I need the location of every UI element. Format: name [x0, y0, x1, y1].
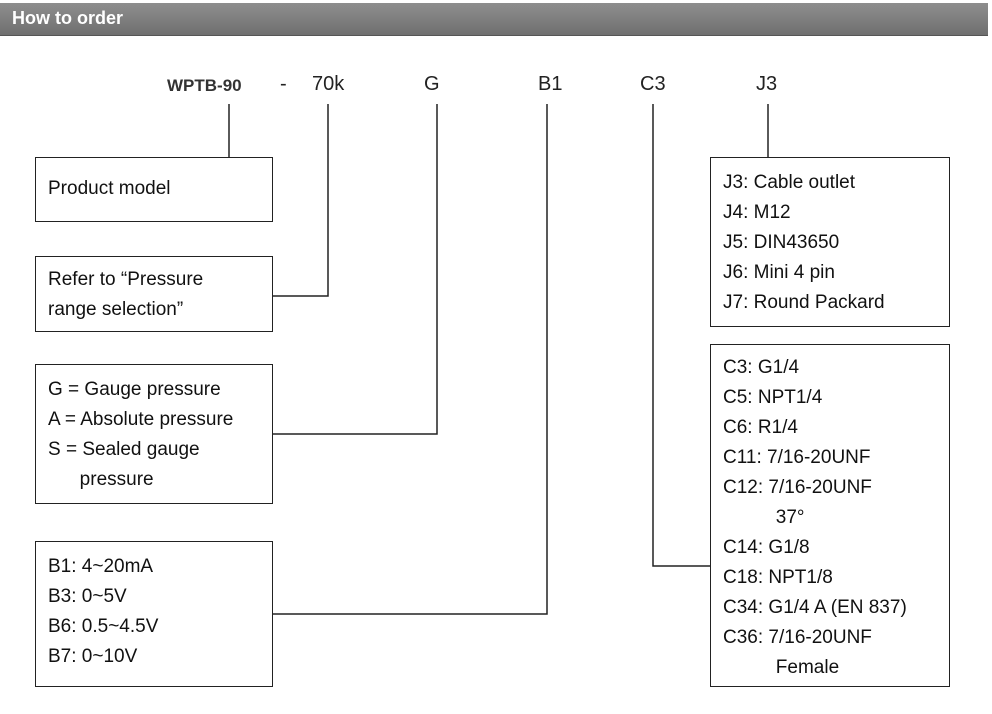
box-line: G = Gauge pressure	[48, 379, 221, 400]
code-model: WPTB-90	[167, 76, 242, 95]
box-line: C3: G1/4	[723, 357, 800, 378]
box-line: B7: 0~10V	[48, 646, 138, 667]
box-line: 37°	[723, 507, 805, 528]
connector-connection	[652, 104, 710, 567]
box-line: C34: G1/4 A (EN 837)	[723, 597, 907, 618]
box-line: B6: 0.5~4.5V	[48, 616, 159, 637]
box-product-model: Product model	[35, 157, 273, 222]
box-line: Female	[723, 657, 840, 678]
box-line: J5: DIN43650	[723, 232, 840, 253]
box-line: B3: 0~5V	[48, 586, 127, 607]
box-line: C18: NPT1/8	[723, 567, 833, 588]
box-line: B1: 4~20mA	[48, 556, 154, 577]
box-line: C6: R1/4	[723, 417, 798, 438]
box-pressure-range: Refer to “Pressure range selection”	[35, 256, 273, 332]
connector-pressure-type	[272, 104, 438, 435]
box-line: J4: M12	[723, 202, 791, 223]
box-pressure-type: G = Gauge pressure A = Absolute pressure…	[35, 364, 273, 504]
box-line: range selection”	[48, 299, 184, 320]
section-title: How to order	[12, 8, 123, 28]
box-line: C36: 7/16-20UNF	[723, 627, 872, 648]
box-process-connection: C3: G1/4 C5: NPT1/4 C6: R1/4 C11: 7/16-2…	[710, 344, 950, 687]
box-line: Product model	[48, 178, 171, 199]
code-connection: C3	[640, 73, 666, 95]
box-line: S = Sealed gauge	[48, 439, 200, 460]
code-output: B1	[538, 73, 563, 95]
code-dash: -	[280, 73, 287, 95]
code-pressure-type: G	[424, 73, 440, 95]
box-line: A = Absolute pressure	[48, 409, 234, 430]
box-output-signal: B1: 4~20mA B3: 0~5V B6: 0.5~4.5V B7: 0~1…	[35, 541, 273, 687]
box-line: J7: Round Packard	[723, 292, 885, 313]
box-line: J6: Mini 4 pin	[723, 262, 835, 283]
code-electrical: J3	[756, 73, 778, 95]
box-line: C5: NPT1/4	[723, 387, 823, 408]
box-line: Refer to “Pressure	[48, 269, 204, 290]
box-electrical-connection: J3: Cable outlet J4: M12 J5: DIN43650 J6…	[710, 157, 950, 327]
section-header: How to order	[0, 3, 988, 36]
box-line: J3: Cable outlet	[723, 172, 856, 193]
box-line: C12: 7/16-20UNF	[723, 477, 872, 498]
code-range: 70k	[312, 73, 345, 95]
box-line: pressure	[48, 469, 154, 490]
box-line: C14: G1/8	[723, 537, 810, 558]
connector-range	[272, 104, 329, 297]
connector-output	[272, 104, 548, 615]
box-line: C11: 7/16-20UNF	[723, 447, 871, 468]
